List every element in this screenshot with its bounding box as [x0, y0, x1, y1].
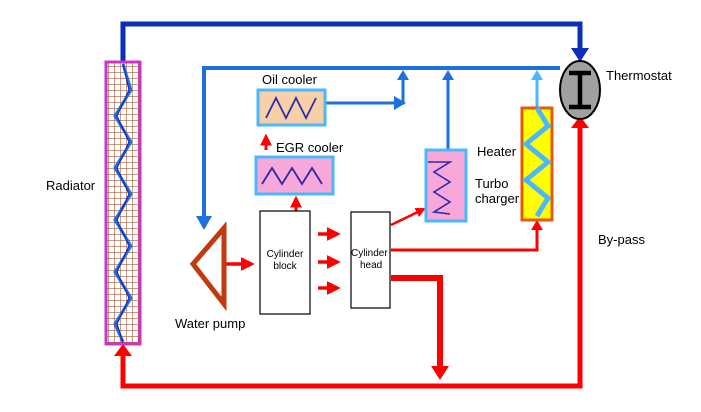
turbo-label-line1: Turbo — [475, 176, 508, 191]
radiator — [104, 60, 142, 346]
cylinder-block-label-line1: Cylinder — [267, 249, 304, 260]
cylinder-block-label-line2: block — [273, 261, 297, 272]
cylinder-block — [259, 210, 311, 315]
heater-outlet-pipe — [531, 70, 543, 108]
head-outlet-pipe — [391, 275, 449, 380]
bottom-return-pipe — [114, 116, 589, 389]
thermostat-label: Thermostat — [606, 68, 672, 83]
turbo-label-line2: charger — [475, 191, 520, 206]
egr-cooler — [254, 155, 335, 196]
head-to-turbo-pipe — [390, 207, 426, 227]
cylinder-head-label-line2: head — [360, 260, 382, 271]
cylinder-head — [350, 211, 391, 309]
cylinder-head-label-line1: Cylinder — [351, 248, 388, 259]
head-to-heater-pipe — [391, 220, 543, 252]
bypass-label: By-pass — [598, 232, 645, 247]
radiator-label: Radiator — [46, 178, 96, 193]
water-pump-label: Water pump — [175, 316, 245, 331]
oil-cooler-label: Oil cooler — [262, 72, 318, 87]
oil-cooler-outlet-pipe — [326, 70, 409, 110]
water-pump — [189, 221, 227, 312]
pump-return-pipe — [196, 66, 560, 230]
radiator-inlet-pipe — [120, 21, 589, 62]
egr-cooler-label: EGR cooler — [276, 140, 344, 155]
block-to-head-arrows — [318, 227, 341, 295]
turbo-charger — [424, 148, 468, 223]
thermostat — [559, 60, 601, 120]
oil-cooler — [256, 88, 327, 127]
turbo-outlet-pipe — [442, 70, 454, 150]
heater — [520, 106, 554, 222]
heater-label: Heater — [477, 144, 517, 159]
